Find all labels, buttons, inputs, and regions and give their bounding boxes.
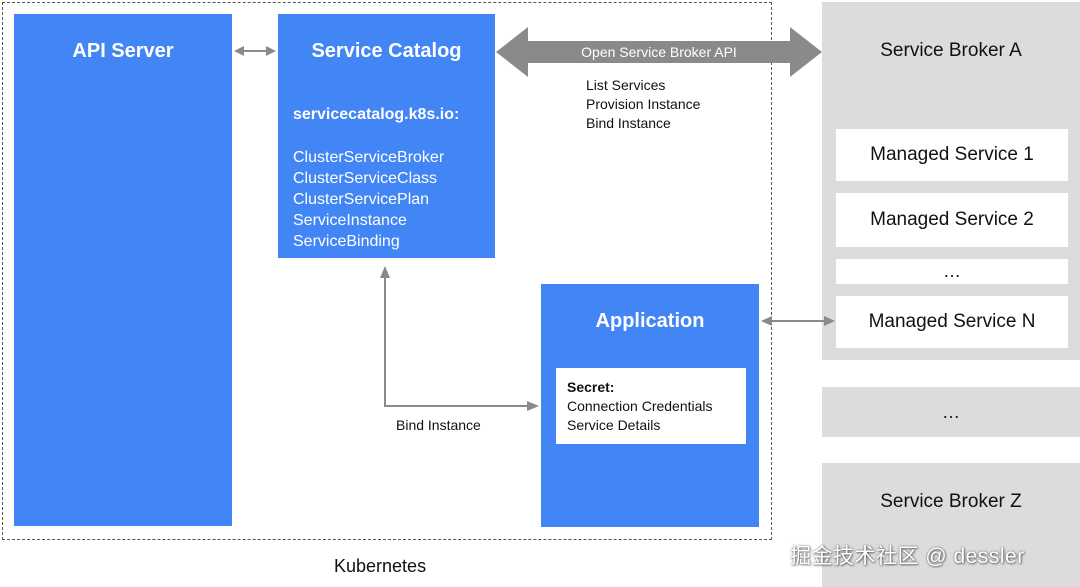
service-catalog-title: Service Catalog	[311, 40, 462, 62]
bind-instance-label: Bind Instance	[396, 417, 481, 433]
app-service-arrow	[761, 316, 835, 326]
bind-instance-arrow	[380, 266, 539, 411]
managed-service-2[interactable]: Managed Service 2	[836, 193, 1068, 247]
resource-item: ClusterServiceBroker	[293, 149, 445, 166]
api-server-box[interactable]: API Server	[14, 14, 232, 526]
application-title: Application	[595, 310, 705, 332]
service-broker-a[interactable]: Service Broker A Managed Service 1 Manag…	[822, 2, 1080, 360]
osb-api-label: Open Service Broker API	[581, 44, 737, 60]
resource-item: ServiceBinding	[293, 233, 400, 250]
managed-service-ellipsis: …	[836, 259, 1068, 284]
service-catalog-box[interactable]: Service Catalog servicecatalog.k8s.io: C…	[278, 14, 495, 258]
service-catalog-resources: ClusterServiceBroker ClusterServiceClass…	[293, 147, 444, 252]
osb-operations: List Services Provision Instance Bind In…	[586, 76, 700, 133]
service-broker-z[interactable]: Service Broker Z	[822, 463, 1080, 587]
resource-item: ServiceInstance	[293, 212, 407, 229]
api-server-title: API Server	[72, 40, 174, 62]
osb-operation: Bind Instance	[586, 115, 671, 131]
service-broker-ellipsis: …	[822, 387, 1080, 437]
kubernetes-label: Kubernetes	[334, 556, 427, 576]
osb-operation: List Services	[586, 77, 666, 93]
secret-title: Secret:	[567, 379, 615, 395]
application-box[interactable]: Application Secret: Connection Credentia…	[541, 284, 759, 527]
service-broker-a-title: Service Broker A	[880, 40, 1022, 61]
kubernetes-boundary	[2, 2, 772, 540]
resource-item: ClusterServicePlan	[293, 191, 430, 208]
osb-operation: Provision Instance	[586, 96, 701, 112]
secret-line: Service Details	[567, 417, 661, 433]
managed-service-1[interactable]: Managed Service 1	[836, 129, 1068, 181]
service-catalog-group: servicecatalog.k8s.io:	[293, 106, 460, 123]
api-catalog-arrow	[234, 46, 276, 56]
resource-item: ClusterServiceClass	[293, 170, 438, 187]
service-broker-z-title: Service Broker Z	[880, 491, 1022, 512]
secret-box[interactable]: Secret: Connection Credentials Service D…	[556, 368, 746, 444]
managed-service-n[interactable]: Managed Service N	[836, 296, 1068, 348]
osb-api-arrow	[496, 27, 822, 77]
watermark-text: 掘金技术社区 @ dessler	[790, 545, 1025, 568]
secret-line: Connection Credentials	[567, 398, 713, 414]
